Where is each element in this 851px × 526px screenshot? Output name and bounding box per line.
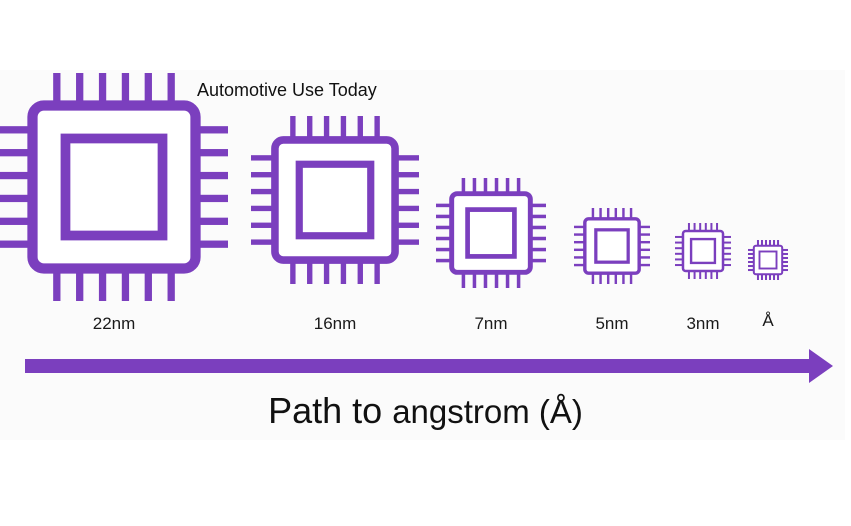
caption-sub: angstrom (Å) <box>392 393 583 430</box>
label-16nm: 16nm <box>313 314 357 333</box>
chip-7nm-icon <box>436 178 546 288</box>
label-5nm: 5nm <box>595 314 629 333</box>
caption-main: Path to <box>268 390 393 431</box>
caption: Path to angstrom (Å) <box>0 390 851 432</box>
automotive-note: Automotive Use Today <box>197 80 377 100</box>
label-7nm: 7nm <box>474 314 508 333</box>
right-arrow-icon <box>25 349 835 388</box>
chip-angstrom-icon <box>748 240 788 280</box>
label-3nm: 3nm <box>686 314 720 333</box>
chip-5nm-icon <box>574 208 650 284</box>
chip-22nm-icon <box>0 73 228 301</box>
label-22nm: 22nm <box>92 314 136 333</box>
chip-3nm-icon <box>675 223 731 279</box>
label-angstrom: Å <box>762 311 774 330</box>
chip-16nm-icon <box>251 116 419 284</box>
